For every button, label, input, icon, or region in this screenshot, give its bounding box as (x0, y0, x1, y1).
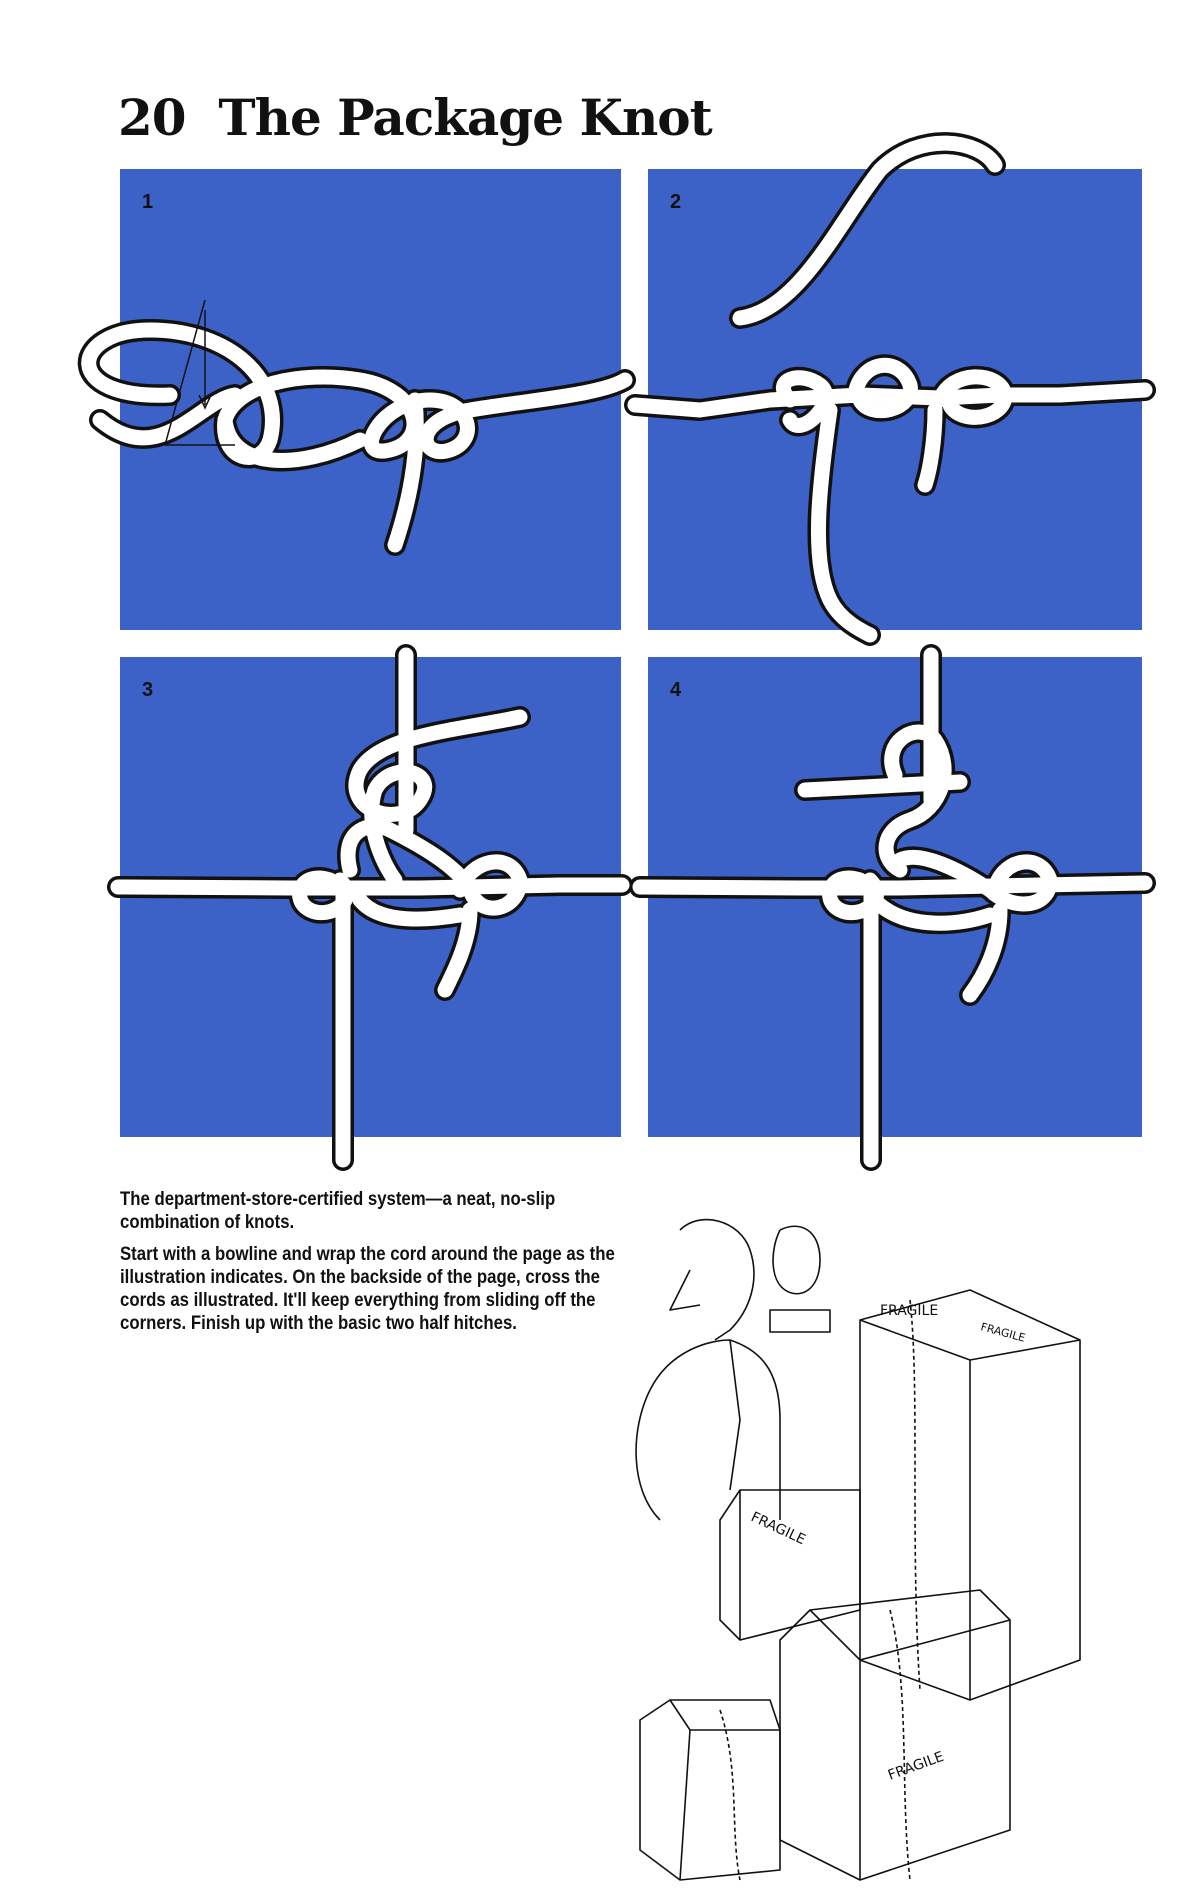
cord (89, 143, 1145, 1160)
cord-outline (89, 143, 1145, 1160)
page-title: 20 The Package Knot (118, 88, 713, 147)
description-text: The department-store-certified system—a … (120, 1188, 615, 1344)
clerk-body (649, 1339, 781, 1520)
fragile-label: FRAGILE (880, 1303, 938, 1319)
intro-paragraph: The department-store-certified system—a … (120, 1188, 556, 1233)
cartoon-clerk-with-packages: FRAGILE FRAGILE FRAGILE FRAGILE (635, 1218, 1081, 1881)
instructions-paragraph: Start with a bowline and wrap the cord a… (120, 1243, 615, 1334)
knot-cords-illustration (0, 0, 1203, 1180)
step-number: 1 (142, 191, 154, 213)
arrow-indicator (164, 299, 235, 446)
fragile-label: FRAGILE (886, 1749, 946, 1784)
step-number: 3 (142, 679, 154, 701)
fragile-label: FRAGILE (748, 1509, 807, 1548)
step-number: 2 (670, 191, 682, 213)
stamp (769, 1309, 831, 1333)
step-number: 4 (670, 679, 682, 701)
fragile-label: FRAGILE (979, 1320, 1027, 1344)
clerk-head (679, 1218, 755, 1341)
